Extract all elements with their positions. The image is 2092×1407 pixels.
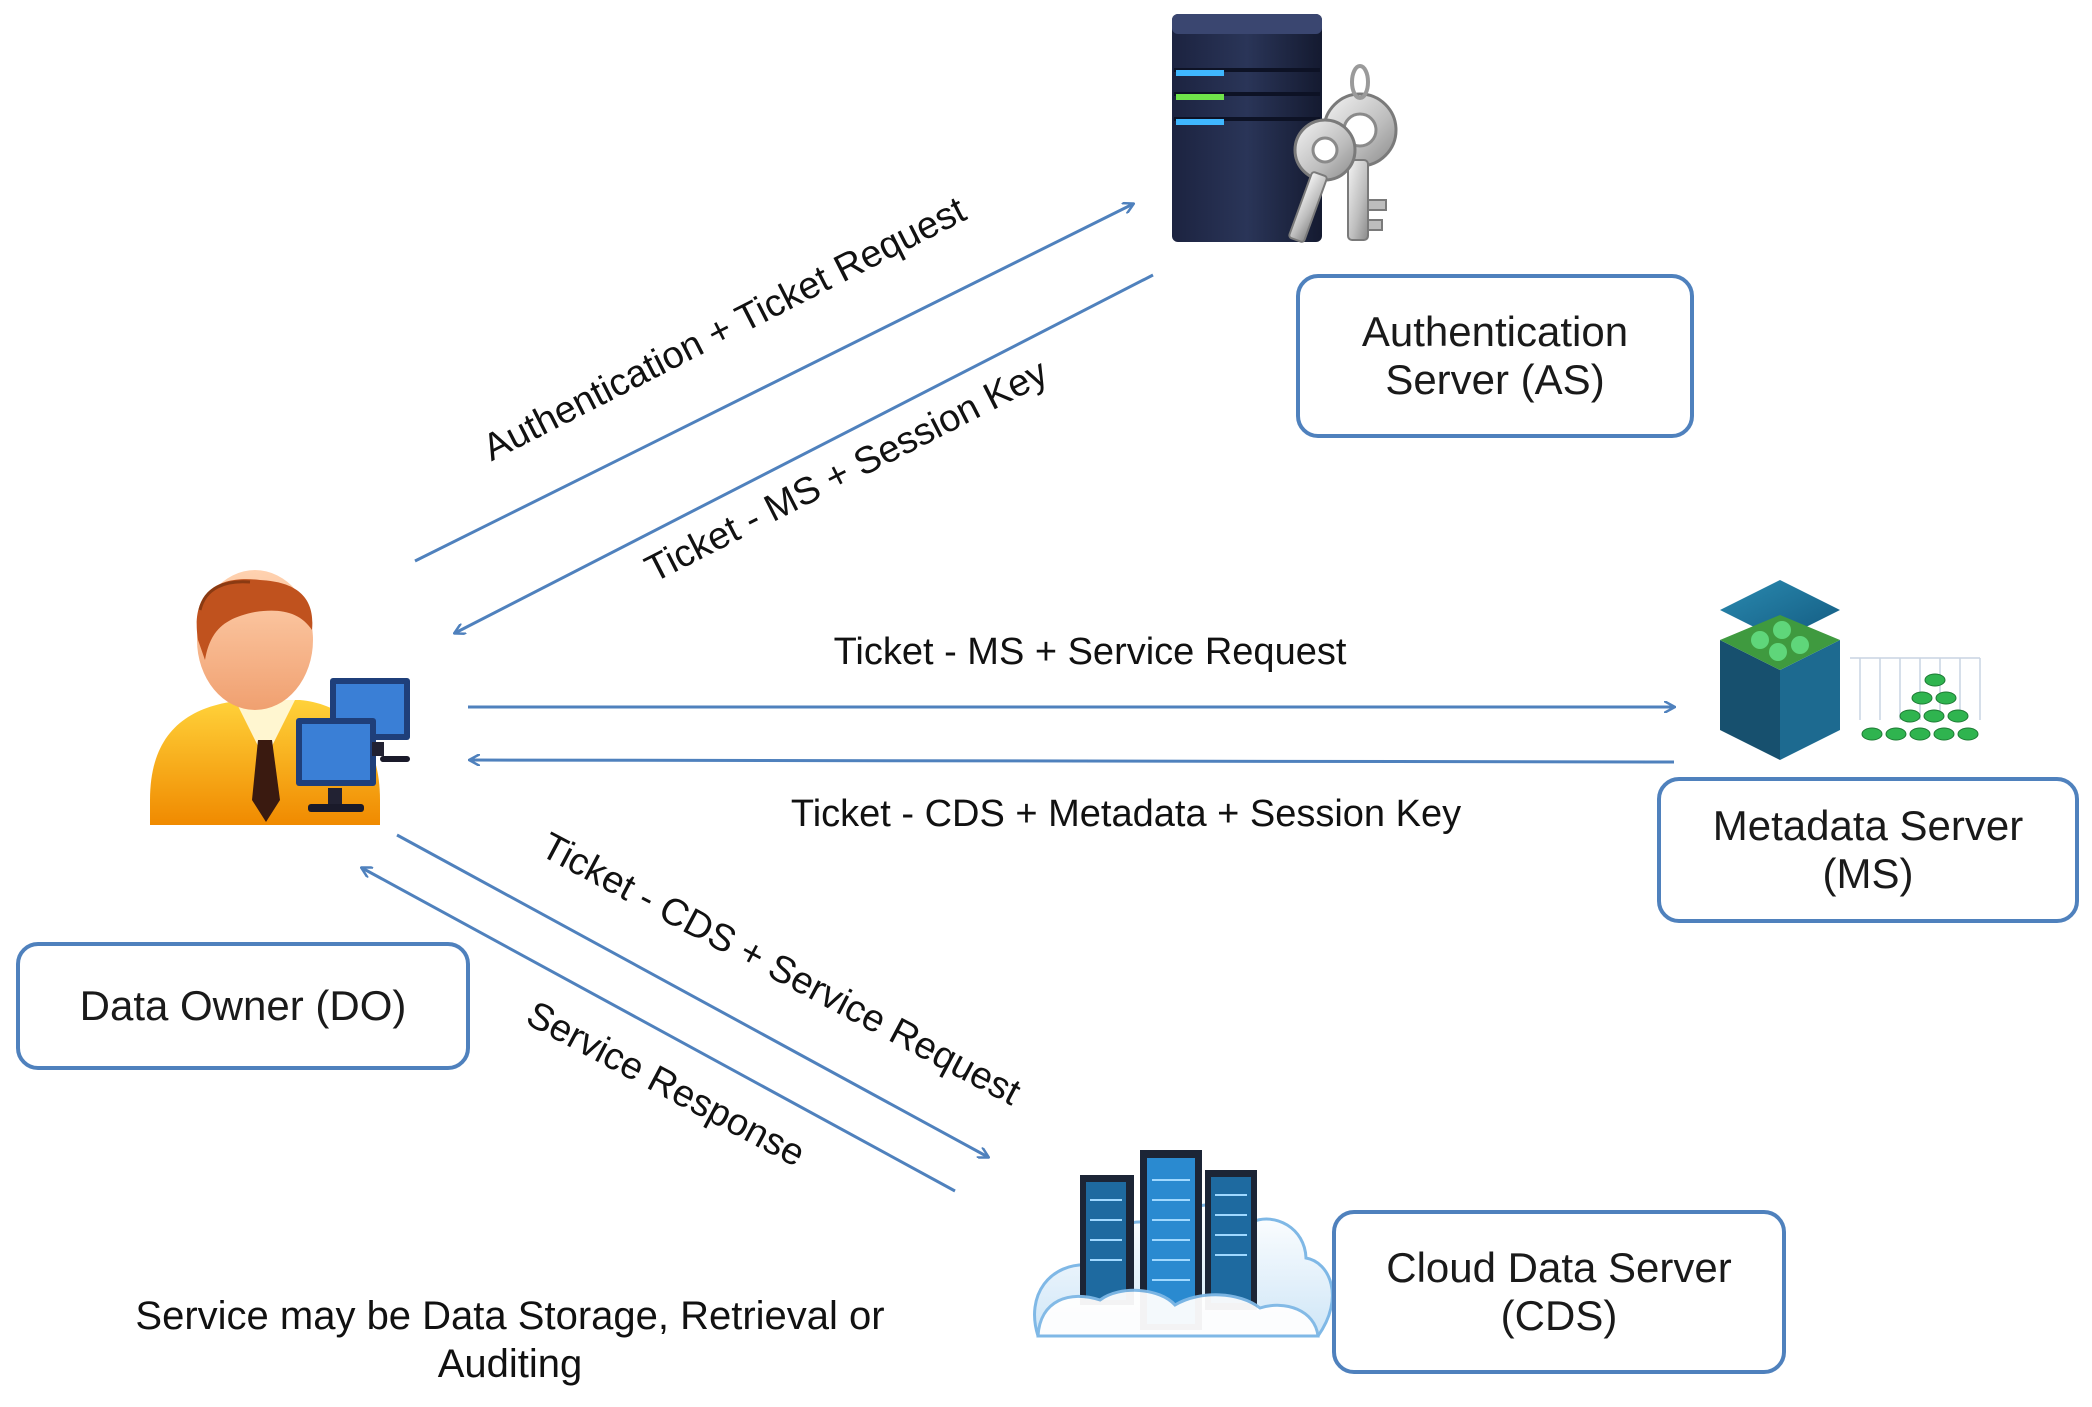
authentication-server-label-line1: Authentication <box>1361 307 1629 355</box>
data-owner-icon <box>150 570 410 825</box>
data-owner-box: Data Owner (DO) <box>16 942 470 1070</box>
service-note-line2: Auditing <box>437 1342 583 1386</box>
arrow-service-response <box>362 868 956 1193</box>
data-owner-label: Data Owner (DO) <box>79 981 407 1029</box>
cloud-data-server-label-line1: Cloud Data Server <box>1386 1243 1732 1291</box>
authentication-server-label-line2: Server (AS) <box>1385 356 1605 403</box>
cloud-data-server-label-line2: (CDS) <box>1500 1292 1618 1339</box>
authentication-server-icon <box>1172 14 1398 243</box>
cloud-data-server-box: Cloud Data Server (CDS) <box>1332 1210 1786 1374</box>
metadata-server-box: Metadata Server (MS) <box>1657 777 2079 923</box>
service-note-line1: Service may be Data Storage, Retrieval o… <box>135 1294 885 1338</box>
arrow-cds-service-request <box>396 833 988 1157</box>
arrow-ticket-ms-session <box>455 273 1154 633</box>
label-ms-service-request: Ticket - MS + Service Request <box>834 631 1347 673</box>
label-ticket-ms-session: Ticket - MS + Session Key <box>639 352 1055 592</box>
service-note: Service may be Data Storage, Retrieval o… <box>60 1292 960 1388</box>
metadata-server-label-line2: (MS) <box>1822 850 1914 897</box>
cloud-data-server-icon <box>1033 1150 1334 1338</box>
metadata-server-icon <box>1720 580 1981 760</box>
label-cds-metadata-session: Ticket - CDS + Metadata + Session Key <box>791 793 1461 835</box>
metadata-server-label-line1: Metadata Server <box>1712 801 2024 849</box>
arrow-auth-request <box>414 204 1133 563</box>
label-service-response: Service Response <box>520 993 812 1175</box>
arrow-cds-metadata-session <box>470 760 1675 762</box>
authentication-server-box: Authentication Server (AS) <box>1296 274 1694 438</box>
